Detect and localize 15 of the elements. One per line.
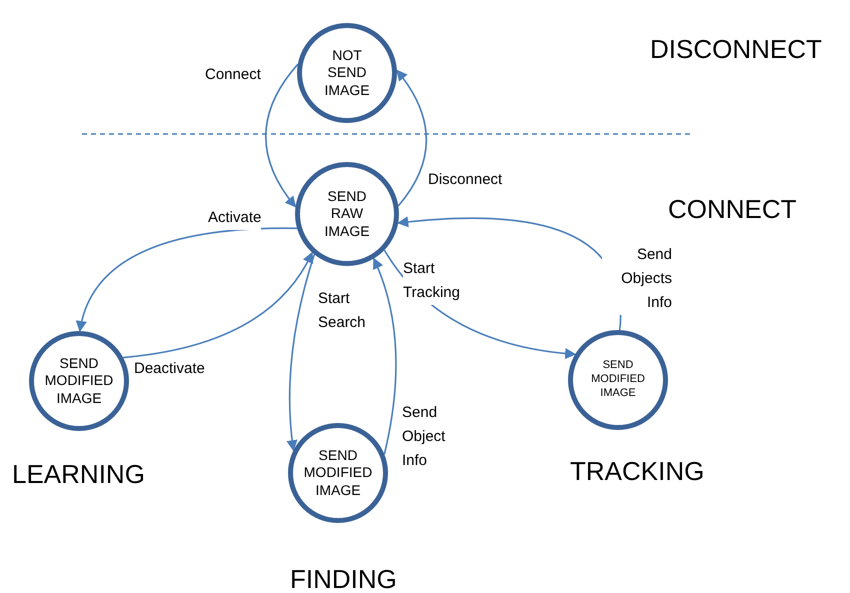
state-name: SEND MODIFIED IMAGE [590, 359, 646, 401]
state-name: SEND MODIFIED IMAGE [302, 446, 374, 500]
mode-label: TRACKING [570, 455, 704, 488]
mode-label: DISCONNECT [650, 33, 822, 66]
mode-label: LEARNING [12, 458, 145, 491]
arrow [76, 228, 298, 332]
state-name: SEND MODIFIED IMAGE [44, 354, 114, 408]
arrow [396, 70, 428, 206]
state-name: SEND RAW IMAGE [323, 188, 371, 240]
arrow [123, 252, 313, 358]
mode-label: FINDING [290, 563, 397, 593]
arrow [286, 254, 316, 452]
mode-label: CONNECT [668, 193, 797, 226]
state-name: NOT SEND IMAGE [323, 46, 371, 100]
arrow [265, 64, 298, 208]
